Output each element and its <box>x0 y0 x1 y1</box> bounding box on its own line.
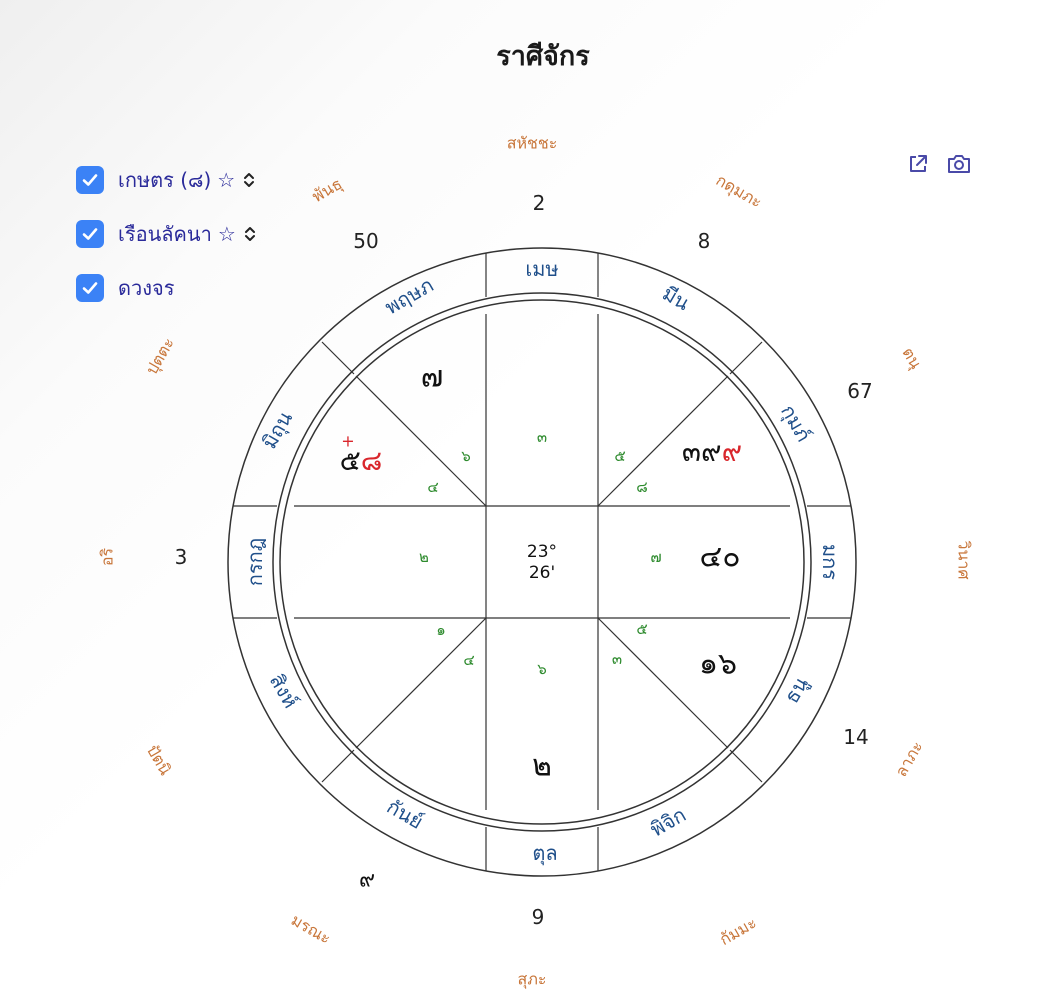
outer-number-pisces: 8 <box>698 229 711 253</box>
outer-label-phanthu: พันธุ <box>309 174 346 207</box>
house-number-taurus: ๖ <box>461 447 471 465</box>
check-icon <box>82 174 98 186</box>
outer-number-sagittarius: 14 <box>843 725 868 749</box>
outer-label-kammaka: กัมมะ <box>716 913 760 949</box>
sign-virgo: กันย์ <box>383 794 427 834</box>
house-number-leo: ๑ <box>436 621 446 639</box>
sign-leo: สิงห์ <box>265 670 303 712</box>
house-ring <box>279 299 805 825</box>
planets-gemini: ๕๘ <box>340 444 383 477</box>
kaset-label: เกษตร (๘) <box>118 168 212 192</box>
sort-icon[interactable] <box>243 171 255 189</box>
transit-checkbox[interactable] <box>76 274 104 302</box>
lagna-house-checkbox[interactable] <box>76 220 104 248</box>
planets-taurus: ๗ <box>421 360 444 395</box>
sign-ring-inner <box>272 292 812 832</box>
planet-gemini-black: ๕ <box>340 444 361 477</box>
house-number-pisces: ๕ <box>614 447 625 465</box>
sign-taurus: พฤษภ <box>381 273 438 320</box>
outer-number-aquarius: 67 <box>847 379 872 403</box>
planets-aquarius: ๓๙๙ <box>682 435 742 468</box>
planets-capricorn: ๔๐ <box>699 540 740 575</box>
planets-sagittarius: ๑๖ <box>699 647 737 682</box>
check-icon <box>82 228 98 240</box>
planet-outer-virgo: ๙ <box>359 868 375 893</box>
house-number-aquarius: ๘ <box>636 478 648 496</box>
house-grid <box>294 314 790 810</box>
house-number-scorpio: ๓ <box>612 650 622 668</box>
center-min: 26' <box>529 563 555 583</box>
planet-aquarius-black: ๓๙ <box>682 435 722 468</box>
sign-cancer: กรกฎ <box>243 538 267 586</box>
outer-label-ari: อริ <box>98 547 117 566</box>
sort-icon[interactable] <box>244 225 256 243</box>
house-number-sagittarius: ๕ <box>636 620 647 638</box>
sign-scorpio: พิจิก <box>646 802 690 841</box>
star-icon[interactable]: ☆ <box>217 168 236 192</box>
house-number-libra: ๖ <box>537 660 547 678</box>
page-title: ราศีจักร <box>496 41 590 72</box>
external-link-button[interactable] <box>906 152 930 176</box>
screenshot-button[interactable] <box>946 152 972 176</box>
outer-label-winat: วินาศ <box>955 540 974 579</box>
outer-number-taurus: 50 <box>353 229 378 253</box>
outer-label-marana: มรณะ <box>288 910 334 948</box>
display-options: เกษตร (๘) ☆ เรือนลัคนา ☆ ดวงจร <box>76 153 256 315</box>
house-number-virgo: ๔ <box>463 651 474 669</box>
external-link-icon <box>910 155 927 172</box>
planet-aquarius-red: ๙ <box>722 435 743 468</box>
check-icon <box>82 282 98 294</box>
option-kaset[interactable]: เกษตร (๘) ☆ <box>76 153 256 207</box>
center-deg: 23° <box>527 542 557 562</box>
kaset-checkbox[interactable] <box>76 166 104 194</box>
outer-label-kadumpha: กดุมภะ <box>712 170 765 212</box>
star-icon[interactable]: ☆ <box>217 222 236 246</box>
planet-mark: + <box>341 432 354 451</box>
planet-gemini-red: ๘ <box>361 444 383 477</box>
sign-capricorn: มกร <box>818 544 842 580</box>
center-degree: 23° 26' <box>527 542 557 583</box>
outer-label-sahatchaya: สหัชชะ <box>507 134 558 153</box>
house-number-cancer: ๒ <box>419 548 429 566</box>
house-number-gemini: ๔ <box>427 478 438 496</box>
sign-dividers <box>233 253 851 871</box>
camera-icon <box>948 155 970 173</box>
option-lagna-house[interactable]: เรือนลัคนา ☆ <box>76 207 256 261</box>
outer-label-tanu: ตนุ <box>898 344 926 373</box>
lagna-house-label: เรือนลัคนา <box>118 222 212 246</box>
house-number-aries: ๓ <box>537 428 547 446</box>
outer-label-subha: สุภะ <box>518 970 547 990</box>
outer-label-laphha: ลาภะ <box>891 738 926 780</box>
sign-gemini: มิถุน <box>257 407 298 454</box>
option-transit[interactable]: ดวงจร <box>76 261 256 315</box>
sign-aries: เมษ <box>525 257 558 281</box>
outer-label-puttata: ปุตตะ <box>142 334 179 378</box>
transit-label: ดวงจร <box>118 276 175 300</box>
planets-libra: ๒ <box>532 749 552 784</box>
sign-libra: ตุล <box>532 841 557 866</box>
outer-number-cancer: 3 <box>175 545 188 569</box>
sign-pisces: มีน <box>658 281 694 315</box>
outer-ring <box>227 247 857 877</box>
house-number-capricorn: ๗ <box>650 548 661 566</box>
outer-number-aries: 2 <box>533 191 546 215</box>
outer-number-libra: 9 <box>532 905 545 929</box>
outer-label-patni: ปัตนิ <box>143 742 175 779</box>
